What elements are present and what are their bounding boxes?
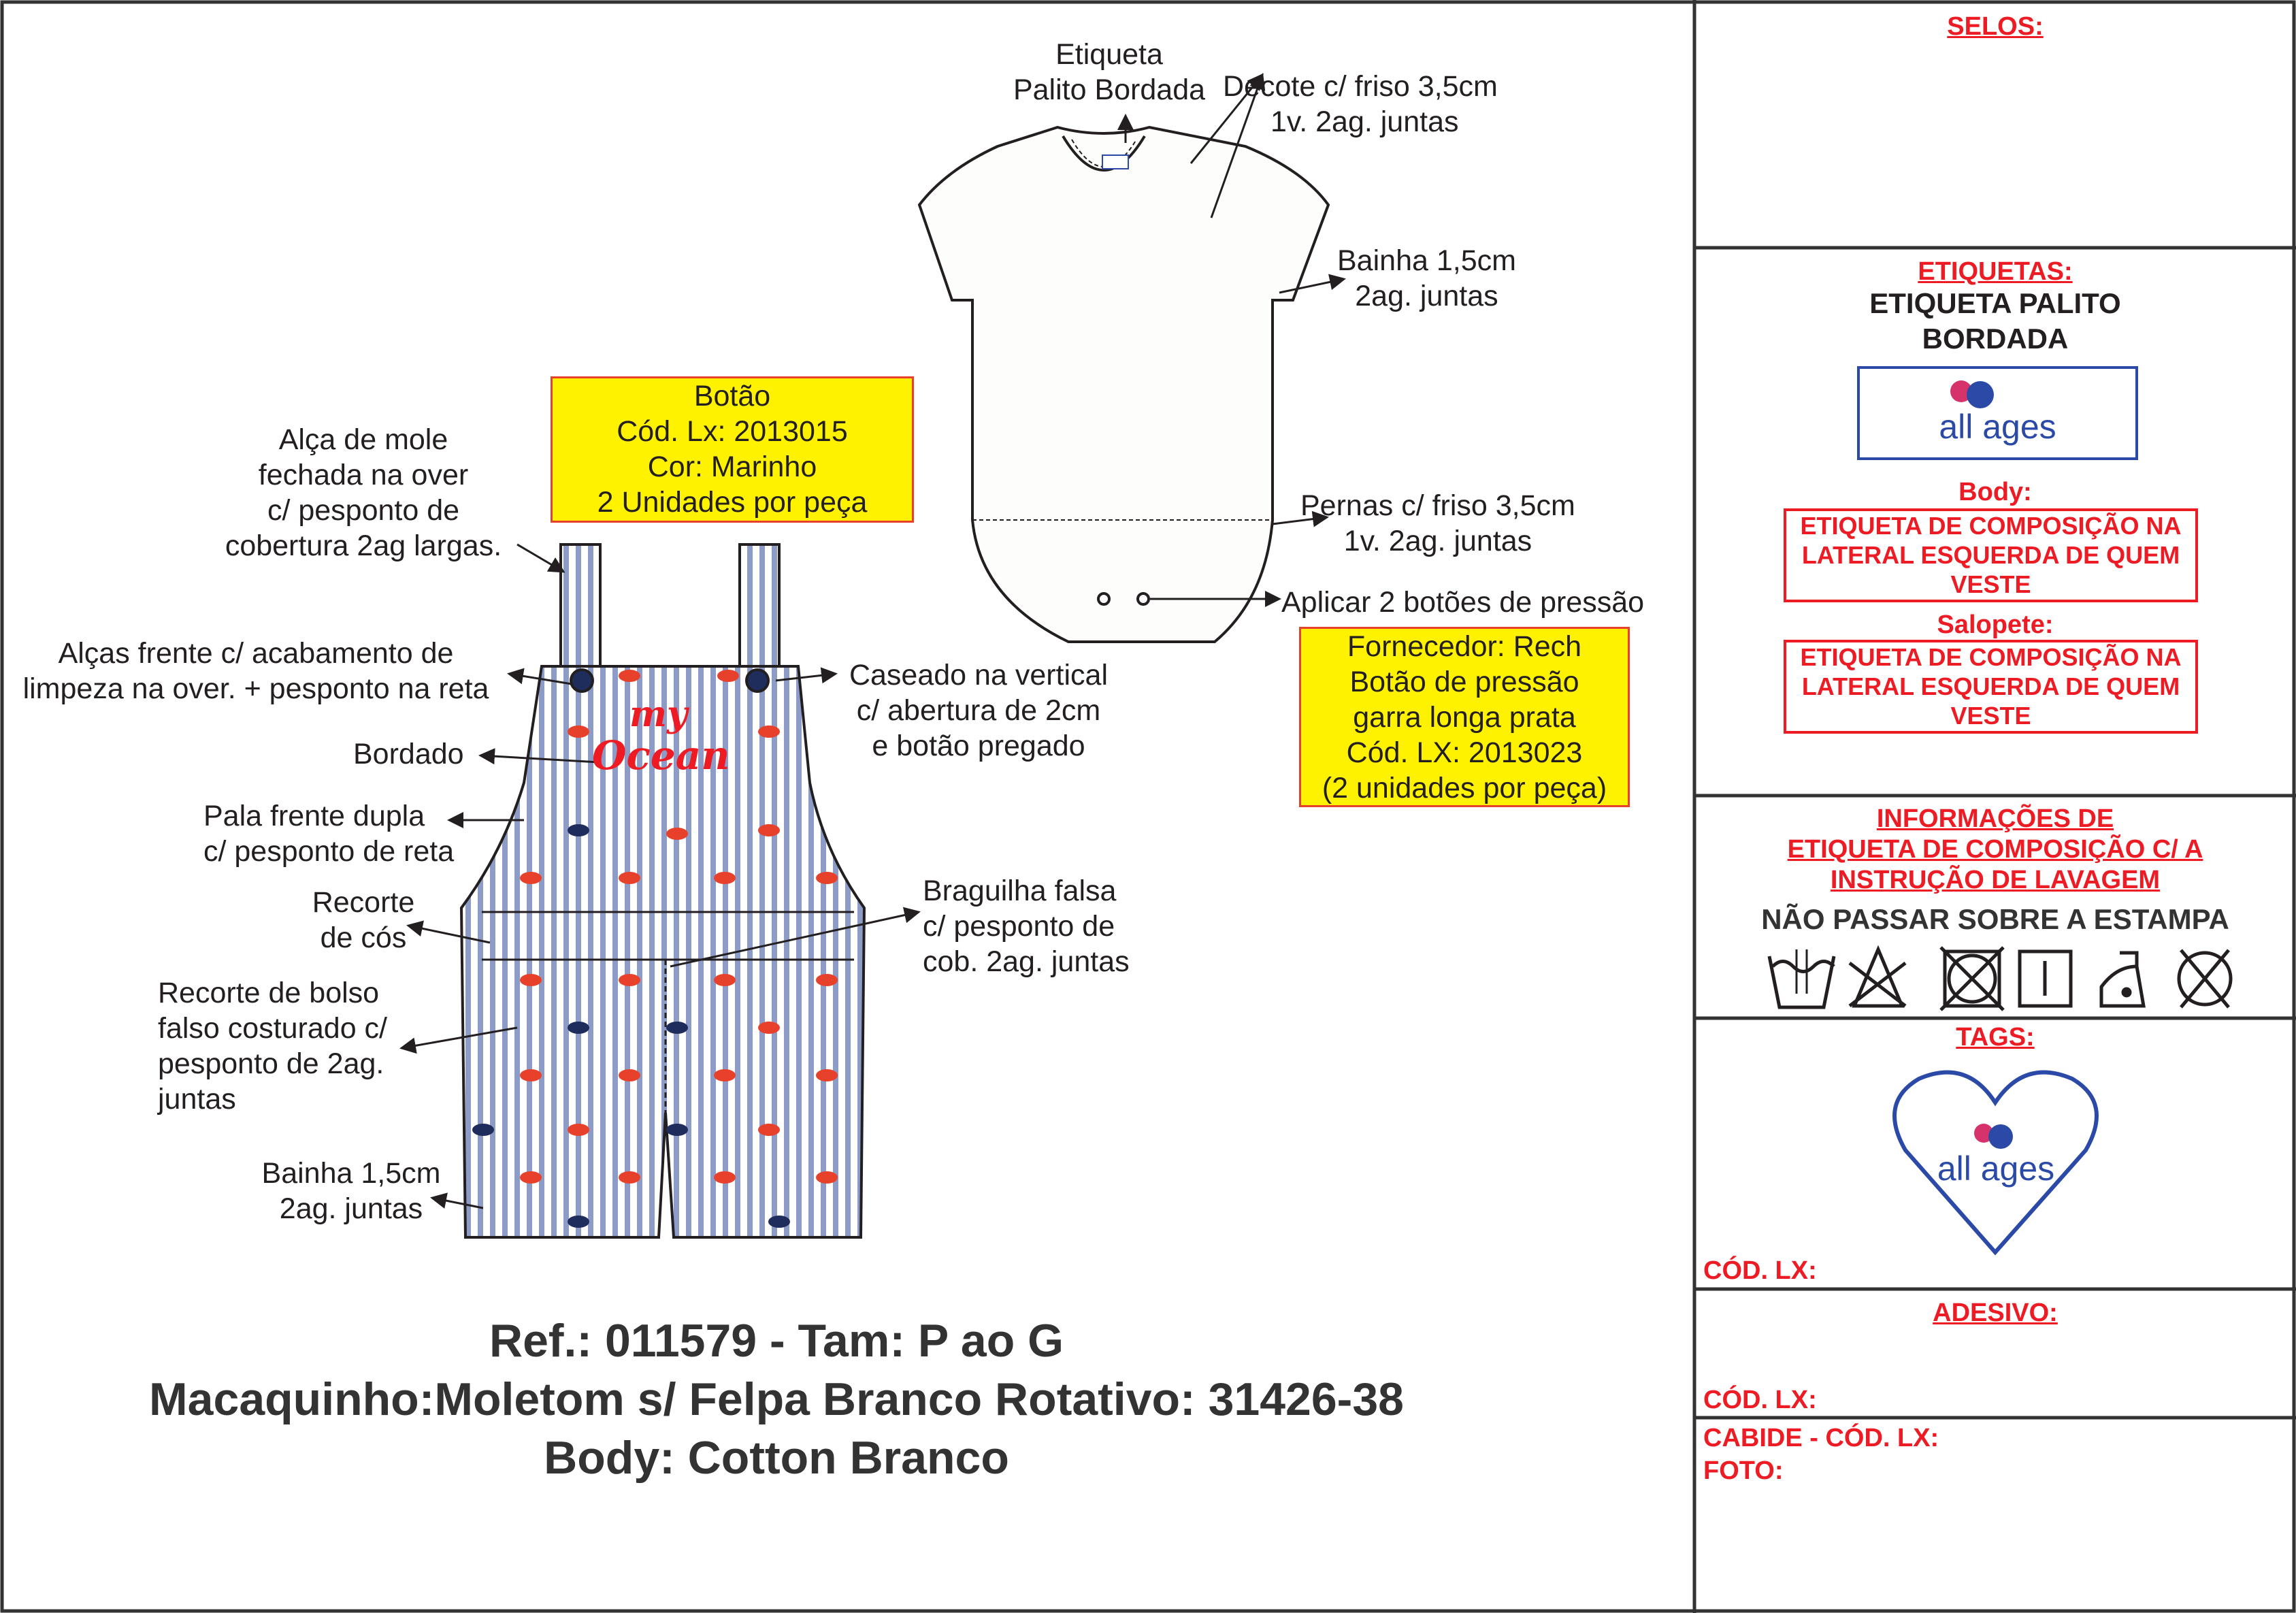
callout-line: Recorte de bolso xyxy=(158,977,380,1009)
etiqueta-line: BORDADA xyxy=(1922,323,2069,355)
info-line: INFORMAÇÕES DE xyxy=(1876,804,2114,833)
ref-title: Ref.: 011579 - Tam: P ao G xyxy=(489,1315,1064,1367)
callout-line: Palito Bordada xyxy=(1013,74,1206,106)
supplier-line: Botão de pressão xyxy=(1349,666,1579,698)
button-line: Cor: Marinho xyxy=(647,451,817,483)
overalls-drawing xyxy=(459,543,866,1239)
callout-line: juntas xyxy=(158,1083,236,1115)
supplier-line: Cód. LX: 2013023 xyxy=(1346,736,1583,769)
cabide-cod-lx: CABIDE - CÓD. LX: xyxy=(1703,1424,1939,1452)
salopete-label: Salopete: xyxy=(1937,610,2054,639)
etiqueta-line: ETIQUETA PALITO xyxy=(1869,287,2121,319)
callout-line: fechada na over xyxy=(258,459,469,491)
supplier-line: (2 unidades por peça) xyxy=(1322,772,1607,804)
callout-line: pesponto de 2ag. xyxy=(158,1047,384,1080)
bodysuit-drawing xyxy=(917,125,1330,643)
body-label: Body: xyxy=(1958,478,2032,506)
supplier-line: garra longa prata xyxy=(1353,701,1576,734)
callout-line: Etiqueta xyxy=(1055,38,1163,71)
callout-line: e botão pregado xyxy=(872,730,1085,762)
body-composition-box: ETIQUETA DE COMPOSIÇÃO NA LATERAL ESQUER… xyxy=(1784,508,2198,602)
callout-line: limpeza na over. + pesponto na reta xyxy=(22,672,489,705)
callout-line: c/ pesponto de xyxy=(923,910,1115,943)
body-material-title: Body: Cotton Branco xyxy=(544,1432,1009,1484)
etiquetas-heading: ETIQUETAS: xyxy=(1918,257,2073,286)
button-line: Cód. Lx: 2013015 xyxy=(617,415,848,448)
material-title: Macaquinho:Moletom s/ Felpa Branco Rotat… xyxy=(149,1373,1404,1425)
brand-hearts-icon xyxy=(1950,380,1994,408)
callout-line: de cós xyxy=(320,922,407,954)
info-line: INSTRUÇÃO DE LAVAGEM xyxy=(1830,866,2161,894)
button-line: Botão xyxy=(693,380,771,412)
callout-line: Braguilha falsa xyxy=(923,875,1117,907)
tags-cod-lx: CÓD. LX: xyxy=(1703,1256,1817,1285)
info-line: ETIQUETA DE COMPOSIÇÃO C/ A xyxy=(1787,835,2203,864)
supplier-line: Fornecedor: Rech xyxy=(1347,630,1582,663)
adesivo-cod-lx: CÓD. LX: xyxy=(1703,1386,1817,1414)
salopete-composition-box: ETIQUETA DE COMPOSIÇÃO NA LATERAL ESQUER… xyxy=(1784,640,2198,734)
foto-label: FOTO: xyxy=(1703,1456,1784,1485)
callout-line: cobertura 2ag largas. xyxy=(225,529,502,562)
embroidery-text: Ocean xyxy=(592,732,730,779)
tag-logo-text: all ages xyxy=(1937,1150,2055,1188)
callout-line: Decote c/ friso 3,5cm xyxy=(1223,70,1498,103)
button-line: 2 Unidades por peça xyxy=(597,486,868,519)
callout-line: Caseado na vertical xyxy=(849,659,1109,691)
snaps-callout: Aplicar 2 botões de pressão xyxy=(1281,586,1645,619)
tags-heading: TAGS: xyxy=(1956,1023,2035,1052)
embroidery-callout: Bordado xyxy=(353,738,464,770)
callout-line: Alça de mole xyxy=(278,423,448,456)
care-symbols xyxy=(1767,945,2233,1011)
callout-line: Bainha 1,5cm xyxy=(261,1157,441,1190)
callout-line: Alças frente c/ acabamento de xyxy=(58,637,454,670)
selos-heading: SELOS: xyxy=(1947,12,2044,41)
callout-line: cob. 2ag. juntas xyxy=(923,945,1130,978)
callout-line: c/ pesponto de reta xyxy=(203,835,455,868)
callout-line: Pala frente dupla xyxy=(203,800,425,832)
callout-line: Bainha 1,5cm xyxy=(1337,244,1516,277)
callout-line: 2ag. juntas xyxy=(1355,280,1498,312)
embroidery-text: my xyxy=(629,694,688,735)
callout-line: Pernas c/ friso 3,5cm xyxy=(1300,489,1575,522)
adesivo-heading: ADESIVO: xyxy=(1933,1299,2058,1327)
etiqueta-name: ETIQUETA PALITO BORDADA xyxy=(1694,286,2296,357)
callout-line: 2ag. juntas xyxy=(279,1192,423,1225)
ironing-warning: NÃO PASSAR SOBRE A ESTAMPA xyxy=(1761,903,2229,935)
heart-tag-icon xyxy=(1892,1070,2099,1256)
callout-line: Recorte xyxy=(312,886,415,919)
callout-line: c/ abertura de 2cm xyxy=(856,694,1101,727)
callout-line: falso costurado c/ xyxy=(158,1012,388,1045)
brand-label xyxy=(1857,366,2138,460)
callout-line: c/ pesponto de xyxy=(267,494,460,527)
callout-line: 1v. 2ag. juntas xyxy=(1343,525,1532,557)
brand-logo-text: all ages xyxy=(1939,408,2056,446)
callout-line: 1v. 2ag. juntas xyxy=(1270,105,1459,138)
